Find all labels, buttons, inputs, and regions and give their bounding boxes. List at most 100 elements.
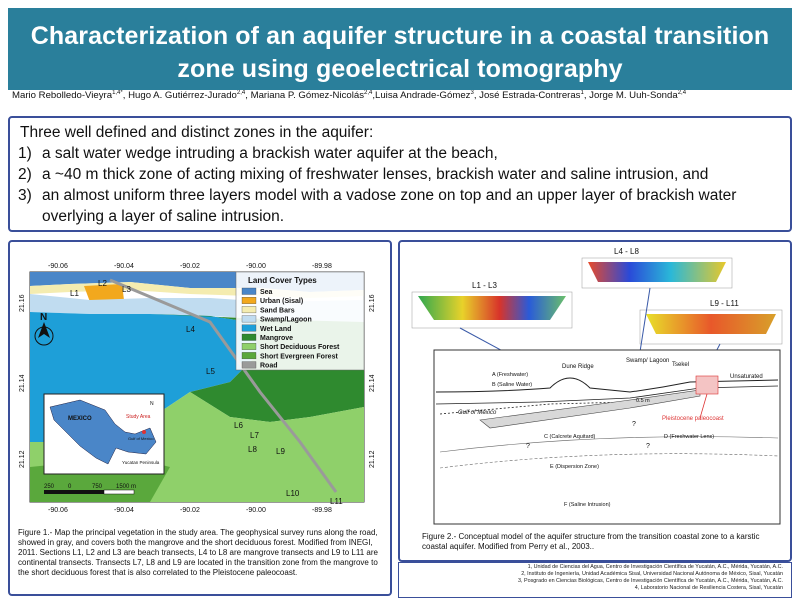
transect-label: L4 — [186, 325, 195, 334]
label-saline-water: B (Saline Water) — [492, 382, 532, 388]
transect-label: L3 — [122, 285, 131, 294]
label-tsekel: Tsekel — [672, 362, 689, 368]
figure-2-panel: L4 - L8 L1 - L3 L9 - L11 — [398, 240, 792, 562]
label-paleocoast: Pleistocene paleocoast — [662, 416, 724, 422]
transect-label: L5 — [206, 367, 215, 376]
legend-swatch — [241, 333, 257, 341]
urban-area — [84, 284, 124, 302]
road-line — [109, 278, 338, 493]
legend-swatch — [241, 306, 257, 314]
left-tick-label: 21.16 — [19, 294, 26, 312]
title-line-1: Characterization of an aquifer structure… — [30, 22, 770, 50]
label-question: ? — [632, 421, 636, 428]
figure-1-map: MEXICO Study Area Gulf of Mexico Yucatan… — [19, 263, 376, 514]
inset-study-label: Study Area — [126, 414, 151, 420]
transect-label: L6 — [234, 421, 243, 430]
legend-swatch — [241, 361, 257, 369]
top-tick-label: -90.02 — [180, 263, 200, 270]
right-tick-label: 21.14 — [369, 374, 376, 392]
poster-title: Characterization of an aquifer structure… — [8, 8, 792, 86]
inset-country-label: MEXICO — [68, 416, 92, 422]
figure-1-panel: MEXICO Study Area Gulf of Mexico Yucatan… — [8, 240, 392, 596]
legend-label: Road — [260, 363, 278, 370]
left-tick-label: 21.14 — [19, 374, 26, 392]
summary-list: 1)a salt water wedge intruding a brackis… — [18, 143, 782, 227]
map-legend — [235, 271, 365, 371]
label-intrusion: F (Saline Intrusion) — [564, 502, 611, 508]
top-tick-label: -90.00 — [246, 263, 266, 270]
inset-gulf-label: Gulf of Mexico — [128, 436, 154, 441]
title-banner: Characterization of an aquifer structure… — [8, 8, 792, 90]
calcrete-layer — [479, 389, 701, 429]
scale-label-a: 250 — [44, 484, 55, 490]
top-tick-label: -90.06 — [48, 263, 68, 270]
author: Mariana P. Gómez-Nicolás — [250, 90, 364, 102]
affiliation: 1, Unidad de Ciencias del Agua, Centro d… — [527, 564, 783, 570]
author-affiliation: 1,4* — [112, 90, 123, 96]
summary-item: 1)a salt water wedge intruding a brackis… — [18, 143, 782, 164]
saline-wedge — [439, 401, 631, 415]
paleocoast-marker — [695, 375, 719, 395]
summary-box: Three well defined and distinct zones in… — [8, 116, 792, 232]
section-image-l1-l3 — [418, 296, 566, 320]
figure-1-caption: Figure 1.- Map the principal vegetation … — [18, 528, 378, 577]
figure-2-caption: Figure 2.- Conceptual model of the aquif… — [422, 532, 760, 551]
legend-label: Swamp/Lagoon — [260, 317, 312, 324]
affiliation: 2, Instituto de Ingeniería, Unidad Acadé… — [521, 571, 783, 577]
label-question: ? — [646, 443, 650, 450]
author: Hugo A. Gutiérrez-Jurado — [128, 90, 237, 102]
label-question: ? — [526, 443, 530, 450]
author-affiliation: 2,4 — [364, 90, 373, 96]
author: José Estrada-Contreras — [479, 90, 581, 102]
author: Jorge M. Uuh-Sonda — [589, 90, 678, 102]
legend-swatch — [241, 297, 257, 304]
legend-label: Sea — [260, 289, 273, 296]
item-number: 2) — [18, 166, 32, 183]
item-text: a ~40 m thick zone of acting mixing of f… — [42, 166, 709, 183]
inset-peninsula-label: Yucatan Peninsula — [122, 460, 160, 465]
figure-2-model: L4 - L8 L1 - L3 L9 - L11 — [411, 247, 783, 525]
scale-bar-segment — [103, 489, 135, 495]
label-depth: 0.5 m — [636, 398, 650, 404]
section-image-l9-l11 — [646, 314, 776, 334]
transect-label: L10 — [286, 489, 300, 498]
section-image-l4-l8 — [588, 262, 726, 282]
legend-label: Short Deciduous Forest — [260, 344, 340, 351]
legend-title: Land Cover Types — [248, 276, 317, 285]
item-text: a salt water wedge intruding a brackish … — [42, 145, 498, 162]
transect-label: L11 — [330, 497, 343, 506]
bottom-tick-label: -90.00 — [246, 507, 266, 514]
author-affiliation: 2,4 — [236, 90, 246, 96]
transect-label: L1 — [70, 289, 79, 298]
right-tick-label: 21.12 — [369, 450, 376, 468]
scale-label-b: 0 — [68, 484, 72, 490]
scale-label-d: 1500 m — [116, 484, 136, 490]
label-calcrete: C (Calcrete Aquitard) — [544, 434, 596, 440]
bottom-tick-label: -90.02 — [180, 507, 200, 514]
legend-swatch — [241, 315, 257, 323]
author: Mario Rebolledo-Vieyra — [12, 90, 113, 102]
inset-north-label: N — [150, 401, 154, 407]
affiliation: 4, Laboratorio Nacional de Resiliencia C… — [634, 585, 783, 591]
affiliations-box: 1, Unidad de Ciencias del Agua, Centro d… — [398, 562, 792, 598]
label-freshwater: A (Freshwater) — [492, 372, 528, 378]
legend-swatch — [241, 352, 257, 360]
section-title-l4-l8: L4 - L8 — [614, 247, 639, 256]
affiliation: 3, Posgrado en Ciencias Biológicas, Cent… — [518, 578, 783, 584]
legend-swatch — [241, 343, 257, 350]
item-number: 3) — [18, 187, 32, 204]
north-label: N — [40, 312, 47, 323]
legend-swatch — [241, 324, 257, 332]
author-list: Mario Rebolledo-Vieyra1,4*, Hugo A. Guti… — [12, 90, 687, 102]
intrusion-boundary — [439, 453, 779, 469]
scale-bar — [44, 490, 104, 494]
left-tick-label: 21.12 — [19, 450, 26, 468]
paleocoast-arrow — [699, 393, 708, 419]
dispersion-boundary — [439, 436, 779, 453]
author-affiliation: 1 — [580, 90, 584, 96]
label-dispersion: E (Dispersion Zone) — [550, 464, 599, 470]
legend-label: Short Evergreen Forest — [260, 353, 338, 360]
label-unsaturated: Unsaturated — [730, 374, 763, 380]
summary-item: 3)an almost uniform three layers model w… — [18, 185, 782, 227]
